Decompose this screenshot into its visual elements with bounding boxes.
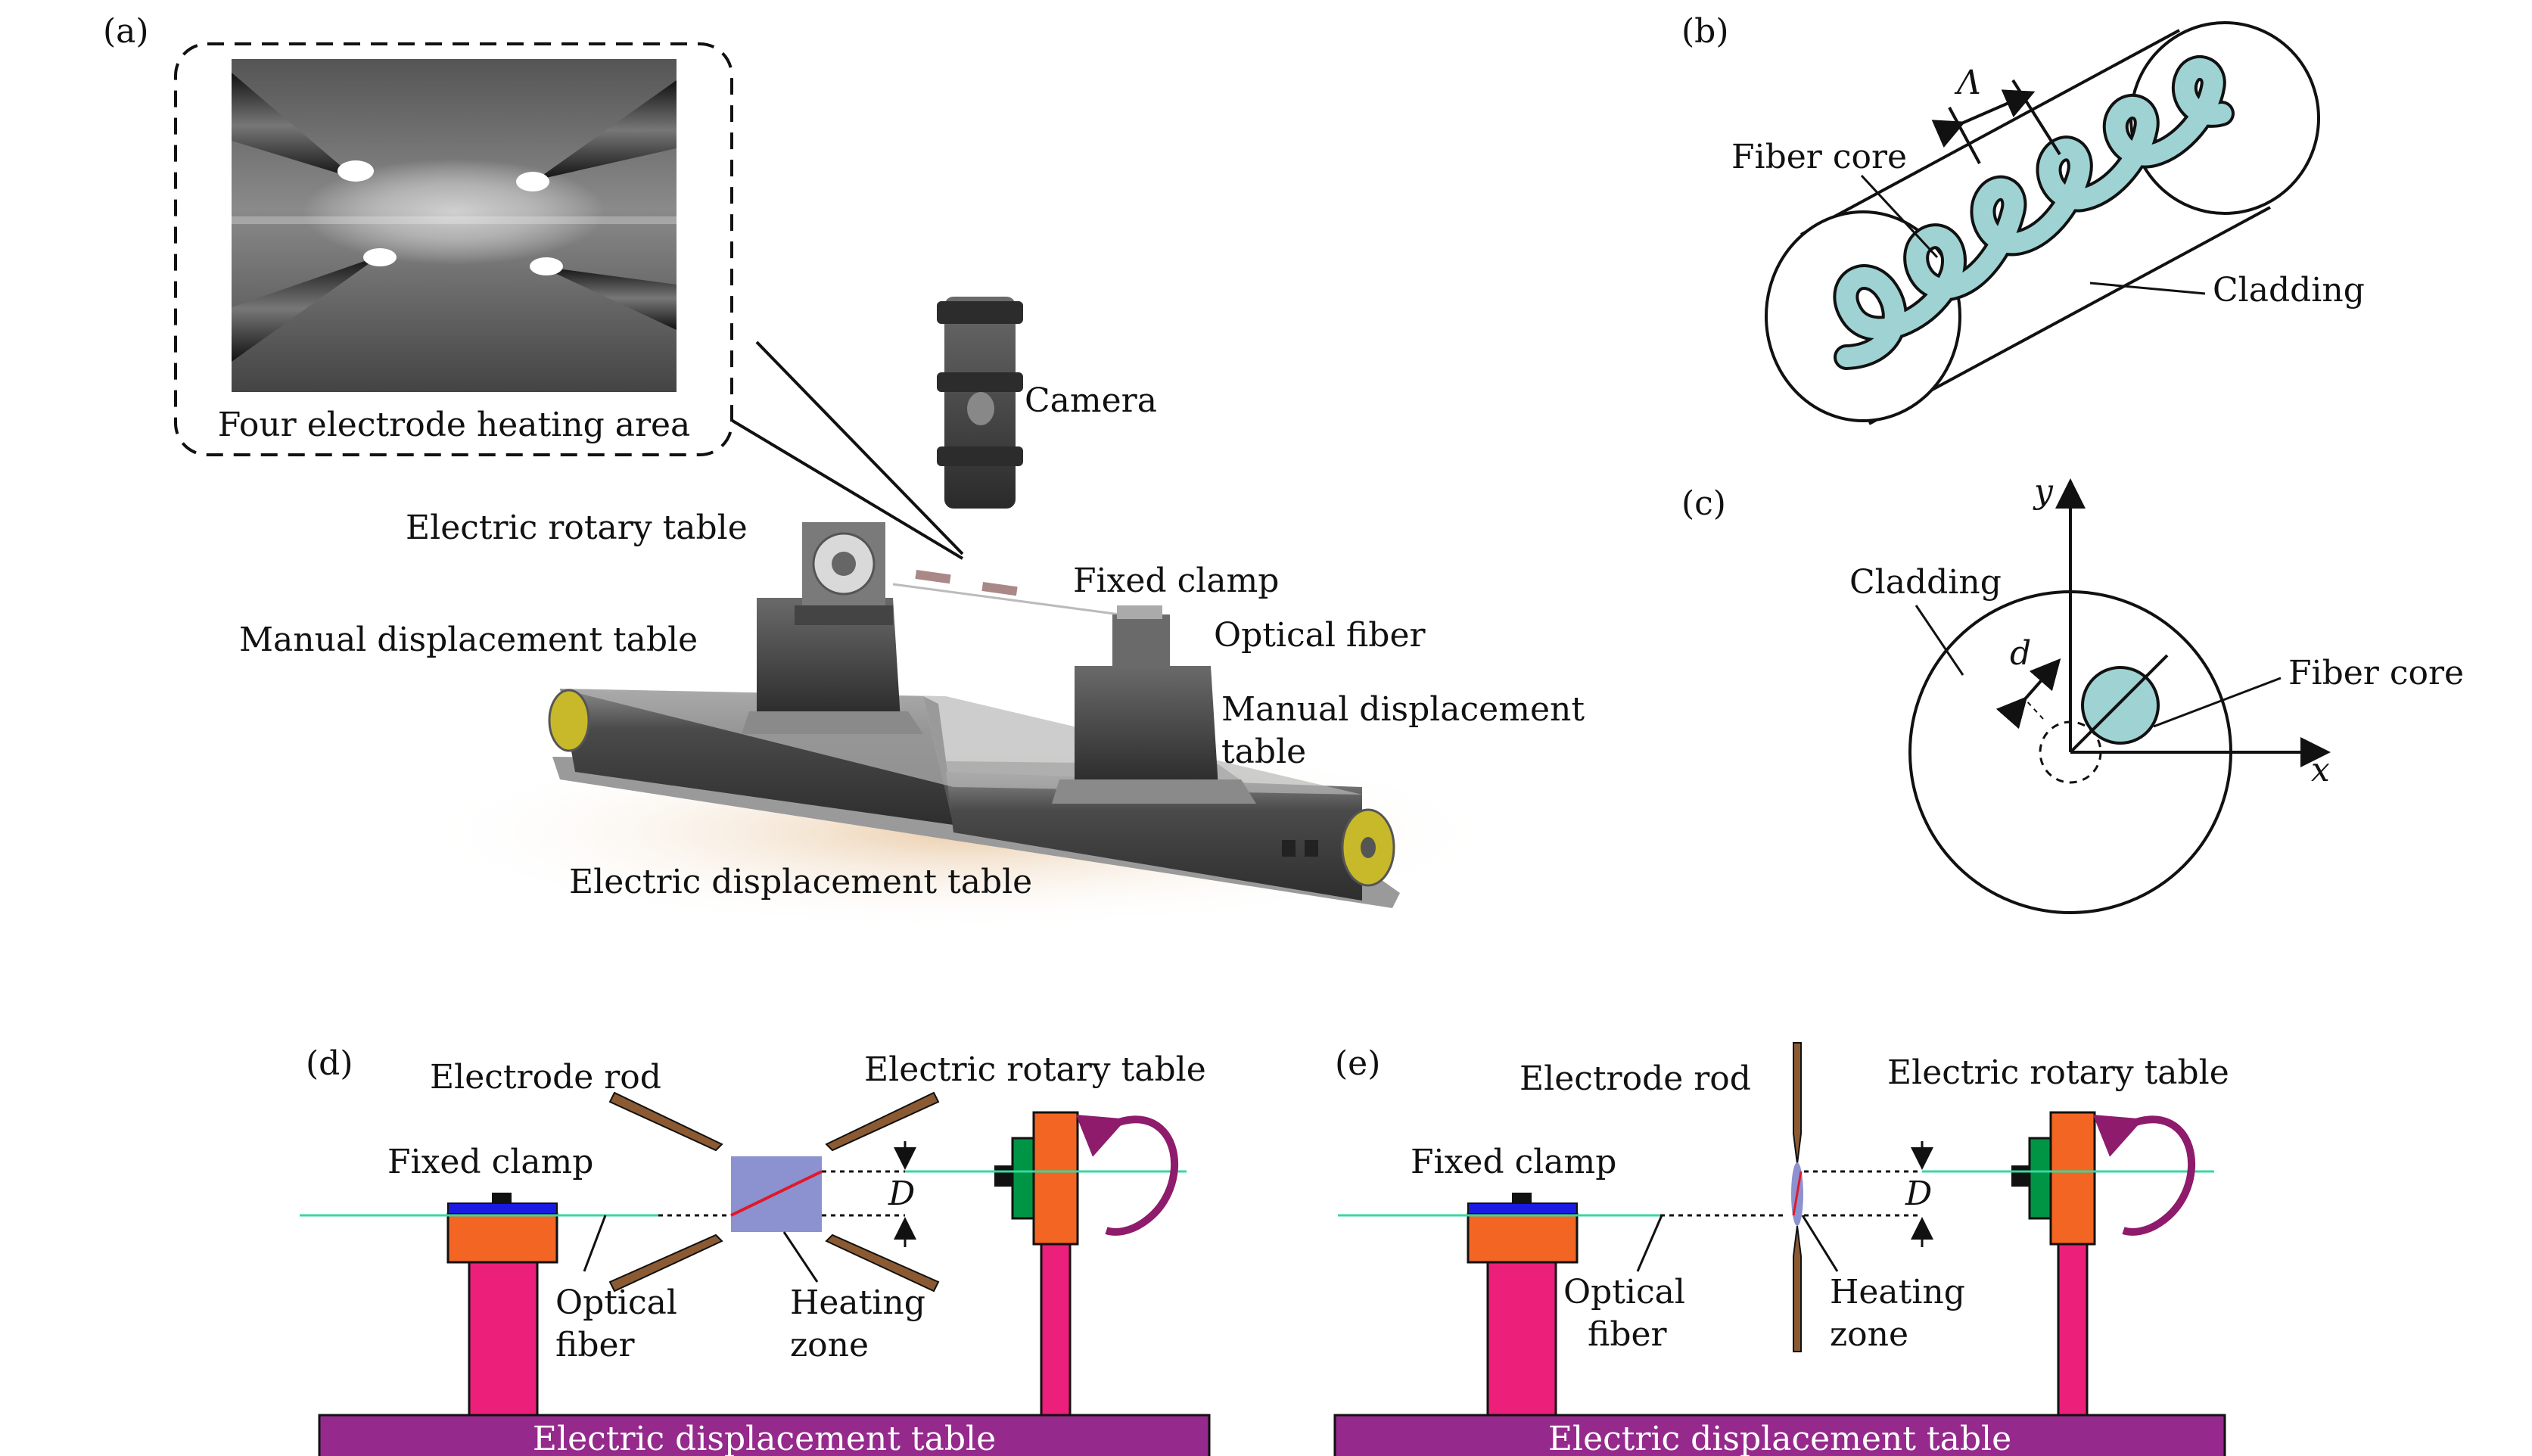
offset-line-e [1792, 1171, 1803, 1216]
helical-core [1833, 55, 2235, 370]
inset-dashed-frame [174, 42, 733, 456]
rotation-arrow-e [2092, 1114, 2196, 1236]
rotary-table-body-e [2049, 1111, 2096, 1246]
electrode-rod-label-e: Electrode rod [1520, 1059, 1751, 1098]
electrode-rod-top-right-d [825, 1091, 940, 1152]
electrode-rod-bottom-e [1793, 1225, 1802, 1352]
rotary-table-chuck-e [2011, 1165, 2030, 1187]
cladding-leader-b [2089, 282, 2206, 295]
fixed-clamp-top-e [1467, 1202, 1578, 1215]
electric-displacement-table-label-d: Electric displacement table [533, 1420, 996, 1456]
rotary-table-plate-d [1011, 1137, 1035, 1220]
electric-displacement-table-d [318, 1414, 1211, 1456]
fiber-core-label-c: Fiber core [2288, 654, 2464, 692]
fixed-clamp-top-d [447, 1202, 558, 1215]
fiber-core-leader-c [2153, 677, 2282, 728]
left-post-e [1486, 1261, 1557, 1417]
core-orbit-dashed [2039, 720, 2102, 784]
heating-zone-label-e-1: Heating [1830, 1273, 1965, 1311]
electrode-rod-bottom-right-d [825, 1234, 940, 1293]
electric-displacement-table-e [1333, 1414, 2226, 1456]
electrode-needle-top-right [536, 80, 677, 180]
cladding-label-b: Cladding [2213, 271, 2365, 310]
fiber-core-label-b: Fiber core [1731, 138, 1907, 176]
rotary-table-chuck-d [994, 1165, 1012, 1187]
y-axis-label: y [2033, 472, 2054, 511]
fixed-clamp-knob-e [1512, 1193, 1532, 1203]
electrode-rod-top-left-d [608, 1091, 723, 1152]
rotation-arrow-d [1075, 1114, 1179, 1236]
optical-fiber-label-d-2: fiber [555, 1326, 636, 1364]
panel-d-tag: (d) [306, 1044, 353, 1083]
electrode-rod-top-e [1793, 1042, 1802, 1165]
panel-b-tag: (b) [1681, 12, 1729, 51]
panel-c-tag: (c) [1681, 484, 1726, 523]
apparatus-render [416, 297, 1506, 931]
electric-rotary-table-label-e: Electric rotary table [1887, 1053, 2229, 1092]
offset-symbol-d: d [2010, 634, 2031, 673]
left-post-d [468, 1261, 539, 1417]
fixed-clamp-label-a: Fixed clamp [1073, 562, 1279, 600]
optical-fiber-label-e-1: Optical [1563, 1273, 1685, 1311]
panel-d: (d) Electric displacement table D [300, 1044, 1211, 1456]
heating-zone-leader-e [1801, 1215, 1839, 1272]
cladding-label-c: Cladding [1849, 563, 2002, 602]
panel-e-tag: (e) [1335, 1044, 1380, 1083]
electrode-needle-top-left [232, 73, 356, 179]
heating-zone-label-e-2: zone [1830, 1315, 1908, 1354]
electric-rotary-table-label-a: Electric rotary table [406, 509, 748, 547]
panel-a: (a) Four electrode heating area [103, 12, 1585, 931]
heating-zone-leader-d [782, 1231, 819, 1283]
panel-e: (e) Electric displacement table D Elec [1333, 1042, 2229, 1456]
heating-zone-label-d-1: Heating [790, 1283, 925, 1322]
period-tick-left [1948, 107, 1981, 164]
electrode-needle-bottom-left [232, 256, 380, 362]
fiber-core-leader-b [1860, 174, 1939, 259]
offset-radius-line [2069, 654, 2169, 754]
cladding-leader-c [1915, 605, 1964, 676]
electrode-rod-label-d: Electrode rod [430, 1058, 661, 1097]
offset-line-d [730, 1170, 823, 1217]
optical-fiber-label-d-1: Optical [555, 1283, 677, 1322]
electrode-rod-bottom-left-d [608, 1234, 723, 1293]
period-arrow [1931, 89, 2036, 148]
electric-displacement-table-label-a: Electric displacement table [569, 863, 1032, 901]
manual-displacement-table-right-label-2: table [1221, 733, 1306, 771]
rotary-table-plate-e [2028, 1137, 2052, 1220]
panel-a-tag: (a) [103, 12, 149, 51]
offset-symbol-d-label: D [888, 1174, 915, 1213]
inset-pointer-line-2 [731, 419, 964, 560]
electric-rotary-table-label-d: Electric rotary table [864, 1050, 1206, 1089]
electrode-photo [232, 59, 677, 392]
camera-label: Camera [1025, 381, 1157, 420]
fixed-clamp-body-e [1467, 1212, 1579, 1264]
fixed-clamp-label-d: Fixed clamp [387, 1143, 593, 1181]
optical-fiber-label-e-2: fiber [1588, 1315, 1668, 1354]
panel-b: (b) Λ Fiber core Cladding [1681, 12, 2365, 425]
offset-arrow [1995, 658, 2061, 730]
fixed-clamp-knob-d [492, 1193, 512, 1203]
offset-symbol-e-label: D [1905, 1174, 1932, 1213]
core-circle [2081, 666, 2160, 745]
manual-displacement-table-left-label: Manual displacement table [239, 621, 698, 659]
optical-fiber-label-a: Optical fiber [1214, 616, 1426, 655]
inset-pointer-line-1 [755, 341, 964, 555]
period-symbol: Λ [1954, 64, 1981, 102]
electrode-needle-bottom-right [540, 266, 677, 330]
right-post-e [2057, 1243, 2089, 1417]
fixed-clamp-label-e: Fixed clamp [1411, 1143, 1616, 1181]
panel-c: (c) y x d Cladding Fiber core [1681, 472, 2464, 914]
fixed-clamp-body-d [446, 1212, 558, 1264]
offset-ext-1 [2024, 698, 2044, 720]
electric-displacement-table-label-e: Electric displacement table [1548, 1420, 2011, 1456]
optical-fiber-leader-e [1636, 1215, 1663, 1272]
right-post-d [1040, 1243, 1072, 1417]
optical-fiber-leader-d [583, 1215, 607, 1272]
manual-displacement-table-right-label-1: Manual displacement [1221, 690, 1585, 729]
rotary-table-body-d [1032, 1111, 1079, 1246]
x-axis-label: x [2311, 751, 2330, 789]
heating-zone-label-d-2: zone [790, 1326, 869, 1364]
inset-caption: Four electrode heating area [218, 406, 691, 444]
